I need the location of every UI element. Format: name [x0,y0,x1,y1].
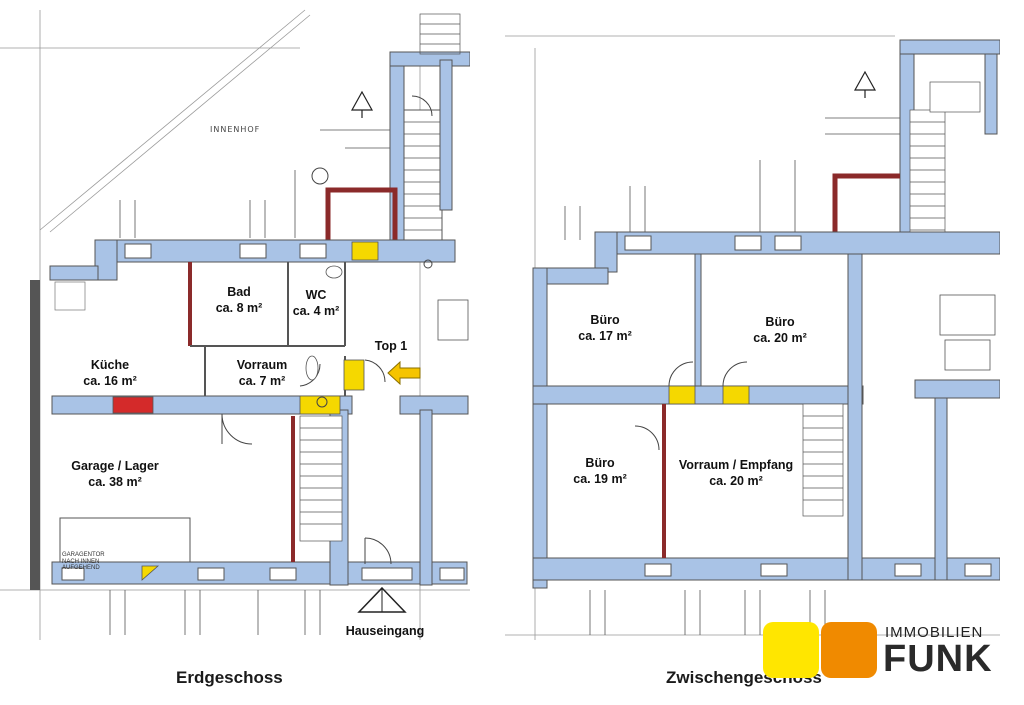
room-label-bad: Bad ca. 8 m² [216,285,263,316]
room-label-kueche: Küche ca. 16 m² [83,358,137,389]
room-area: ca. 16 m² [83,373,137,388]
logo-orange-square-icon [821,622,877,678]
room-name: Vorraum / Empfang [678,458,794,472]
immobilien-funk-logo: IMMOBILIEN FUNK [763,622,1023,686]
room-area: ca. 7 m² [238,373,286,388]
room-area: ca. 8 m² [215,300,263,315]
room-name: Garage / Lager [71,459,159,473]
room-area: ca. 20 m² [709,473,763,488]
room-area: ca. 17 m² [578,328,632,343]
floor-plan-zwischengeschoss: Büro ca. 17 m² Büro ca. 20 m² Büro ca. 1… [505,0,1001,660]
garage-door-note: GARAGENTOR NACH INNEN AUFGEHEND [62,552,105,572]
floor-plan-erdgeschoss: INNENHOF GARAGENTOR NACH INNEN AUFGEHEND… [0,0,471,660]
logo-word-top: IMMOBILIEN [885,624,984,641]
room-label-wc: WC ca. 4 m² [293,288,340,319]
room-name: WC [305,288,327,302]
zwischengeschoss-drawing [505,35,1001,640]
room-label-vorraum-empfang: Vorraum / Empfang ca. 20 m² [679,458,793,489]
room-name: Bad [227,285,251,299]
room-area: ca. 20 m² [753,330,807,345]
unit-label-top1: Top 1 [374,339,408,353]
room-area: ca. 19 m² [573,471,627,486]
room-area: ca. 38 m² [88,474,142,489]
room-name: Büro [590,313,620,327]
room-name: Büro [765,315,795,329]
room-label-buero-19: Büro ca. 19 m² [573,456,627,487]
room-name: Büro [585,456,615,470]
room-label-garage: Garage / Lager ca. 38 m² [71,459,159,490]
room-label-buero-20: Büro ca. 20 m² [753,315,807,346]
room-label-vorraum: Vorraum ca. 7 m² [237,358,287,389]
room-name: Küche [90,358,130,372]
room-label-buero-17: Büro ca. 17 m² [578,313,632,344]
entrance-label: Hauseingang [345,624,425,638]
room-area: ca. 4 m² [292,303,340,318]
logo-yellow-square-icon [763,622,819,678]
room-name: Vorraum [236,358,288,372]
floor-caption-erdgeschoss: Erdgeschoss [176,668,283,687]
courtyard-label: INNENHOF [210,125,261,134]
erdgeschoss-drawing [0,9,471,640]
logo-word-bottom: FUNK [883,638,993,680]
